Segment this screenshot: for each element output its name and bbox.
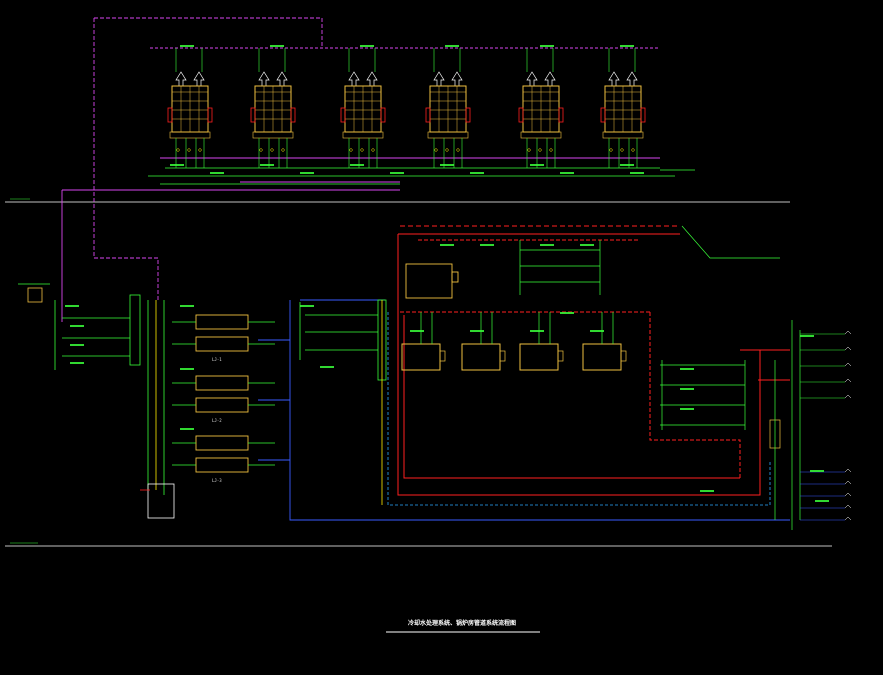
annotation-mark [440, 244, 454, 246]
chiller-unit: LJ-1 [172, 314, 275, 362]
drain-line [387, 312, 771, 506]
annotation-mark [445, 45, 459, 47]
chiller-unit: LJ-3 [172, 435, 275, 483]
cooling-tower [167, 48, 213, 168]
annotation-mark [815, 500, 829, 502]
outlet-branch [800, 492, 852, 497]
annotation-mark [560, 312, 574, 314]
annotation-mark [530, 330, 544, 332]
boiler-unit [461, 312, 506, 371]
chiller-label: LJ-2 [212, 418, 222, 423]
outlet-branch [800, 480, 852, 485]
cooling-tower [340, 48, 386, 168]
annotation-mark [580, 244, 594, 246]
branch-outlets [800, 330, 852, 521]
left-header-section [18, 283, 175, 519]
outlet-branch [800, 394, 852, 399]
annotation-mark [800, 335, 814, 337]
cooling-tower [250, 48, 296, 168]
cooling-tower [600, 48, 646, 168]
annotation-mark [620, 45, 634, 47]
annotation-mark [170, 164, 184, 166]
chiller-unit: LJ-2 [172, 375, 275, 423]
outlet-branch [800, 468, 852, 473]
boiler-room-piping [397, 225, 790, 496]
boiler-unit [519, 312, 564, 371]
cooling-tower-row [167, 48, 646, 168]
annotation-mark [65, 305, 79, 307]
annotation-mark [390, 172, 404, 174]
annotation-mark [360, 45, 374, 47]
drawing-title-block: 冷却水处理系统、锅炉房管道系统流程图 [386, 619, 540, 633]
annotation-mark [480, 244, 494, 246]
annotation-mark [300, 172, 314, 174]
annotation-mark [300, 305, 314, 307]
annotation-mark [180, 305, 194, 307]
annotation-mark [560, 172, 574, 174]
chiller-label: LJ-1 [212, 357, 222, 362]
annotation-labels [65, 45, 829, 502]
annotation-mark [680, 408, 694, 410]
annotation-mark [70, 325, 84, 327]
annotation-mark [70, 362, 84, 364]
annotation-mark [180, 428, 194, 430]
right-pump-section [660, 320, 801, 530]
annotation-mark [630, 172, 644, 174]
annotation-mark [470, 330, 484, 332]
annotation-mark [210, 172, 224, 174]
annotation-mark [540, 45, 554, 47]
annotation-mark [440, 164, 454, 166]
boiler-unit [401, 312, 446, 371]
boiler-unit [582, 312, 627, 371]
outlet-branch [800, 330, 852, 335]
cooling-water-loop [61, 17, 660, 322]
annotation-mark [810, 470, 824, 472]
annotation-mark [180, 45, 194, 47]
annotation-mark [620, 164, 634, 166]
outlet-branch [800, 362, 852, 367]
tower-header-pipes [148, 167, 695, 185]
outlet-branch [800, 516, 852, 521]
annotation-mark [680, 388, 694, 390]
annotation-mark [700, 490, 714, 492]
annotation-mark [590, 330, 604, 332]
drawing-title: 冷却水处理系统、锅炉房管道系统流程图 [408, 619, 516, 627]
annotation-mark [680, 368, 694, 370]
cooling-tower [518, 48, 564, 168]
condensate-tank [405, 263, 459, 299]
annotation-mark [320, 366, 334, 368]
annotation-mark [70, 344, 84, 346]
chiller-label: LJ-3 [212, 478, 222, 483]
middle-manifold [299, 299, 387, 505]
level-lines [5, 198, 832, 547]
annotation-mark [180, 368, 194, 370]
chiller-group: LJ-1LJ-2LJ-3 [172, 314, 275, 483]
outlet-branch [800, 378, 852, 383]
cooling-tower [425, 48, 471, 168]
top-right-equipment [519, 225, 780, 295]
outlet-branch [800, 504, 852, 509]
annotation-mark [470, 172, 484, 174]
annotation-mark [260, 164, 274, 166]
annotation-mark [410, 330, 424, 332]
annotation-mark [530, 164, 544, 166]
annotation-mark [270, 45, 284, 47]
boiler-group [401, 312, 627, 371]
annotation-mark [350, 164, 364, 166]
outlet-branch [800, 346, 852, 351]
annotation-mark [540, 244, 554, 246]
chilled-water-return [258, 299, 790, 521]
